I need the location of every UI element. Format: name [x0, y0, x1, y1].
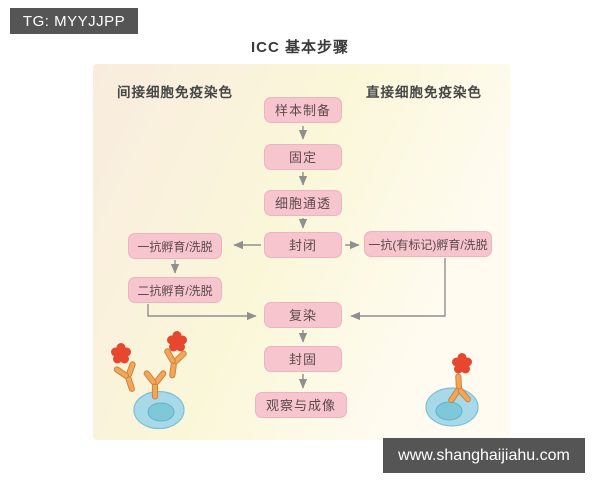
- flow-step-sample-preparation: 样本制备: [264, 97, 342, 123]
- column-header-indirect: 间接细胞免疫染色: [117, 85, 233, 100]
- flow-step-mounting: 封固: [264, 346, 342, 372]
- flow-step-primary-antibody: 一抗孵育/洗脱: [128, 233, 222, 259]
- watermark-badge-top-left: TG: MYYJJPP: [10, 8, 138, 34]
- flow-step-labeled-primary-antibody: 一抗(有标记)孵育/洗脱: [364, 231, 492, 257]
- flow-step-permeabilization: 细胞通透: [264, 190, 342, 216]
- watermark-badge-bottom-right: www.shanghaijiahu.com: [383, 438, 585, 473]
- flow-step-blocking: 封闭: [264, 232, 342, 258]
- flow-step-secondary-antibody: 二抗孵育/洗脱: [128, 277, 222, 303]
- flow-step-counterstain: 复染: [264, 302, 342, 328]
- flow-step-fixation: 固定: [264, 144, 342, 170]
- column-header-direct: 直接细胞免疫染色: [366, 85, 482, 100]
- page-title: ICC 基本步骤: [250, 39, 349, 56]
- flow-step-observation-imaging: 观察与成像: [255, 392, 347, 418]
